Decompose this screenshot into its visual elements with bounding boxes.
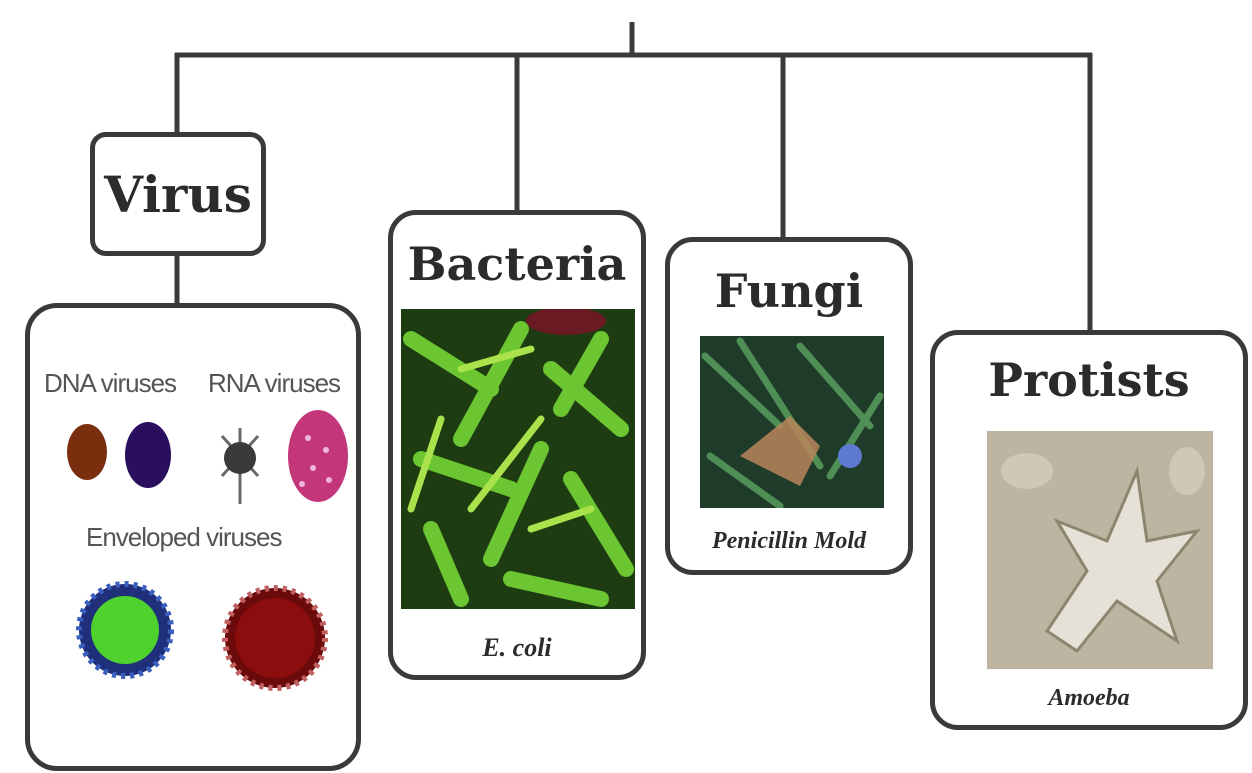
fungi-caption: Penicillin Mold	[670, 528, 908, 555]
rna-virus-icon	[222, 428, 258, 504]
bacteria-title: Bacteria	[393, 237, 641, 291]
protists-caption: Amoeba	[935, 685, 1243, 712]
virus-panel: DNA viruses RNA viruses Enveloped viruse…	[25, 303, 361, 771]
virus-illustrations	[30, 308, 356, 766]
protists-title: Protists	[935, 353, 1243, 407]
enveloped-virus-icon	[225, 588, 325, 688]
fungi-title: Fungi	[670, 264, 908, 318]
protists-photo	[987, 431, 1213, 669]
bacteria-caption: E. coli	[393, 633, 641, 663]
dna-virus-icon	[67, 424, 107, 480]
fungi-node: Fungi Penicillin Mold	[665, 237, 913, 575]
protists-node: Protists Amoeba	[930, 330, 1248, 730]
rna-virus-icon	[288, 410, 348, 502]
bacteria-node: Bacteria	[388, 210, 646, 680]
enveloped-virus-icon	[79, 584, 171, 676]
fungi-photo	[700, 336, 884, 508]
dna-virus-icon	[125, 422, 171, 488]
bacteria-photo	[401, 309, 635, 609]
virus-title: Virus	[95, 165, 261, 224]
virus-node: Virus	[90, 132, 266, 256]
